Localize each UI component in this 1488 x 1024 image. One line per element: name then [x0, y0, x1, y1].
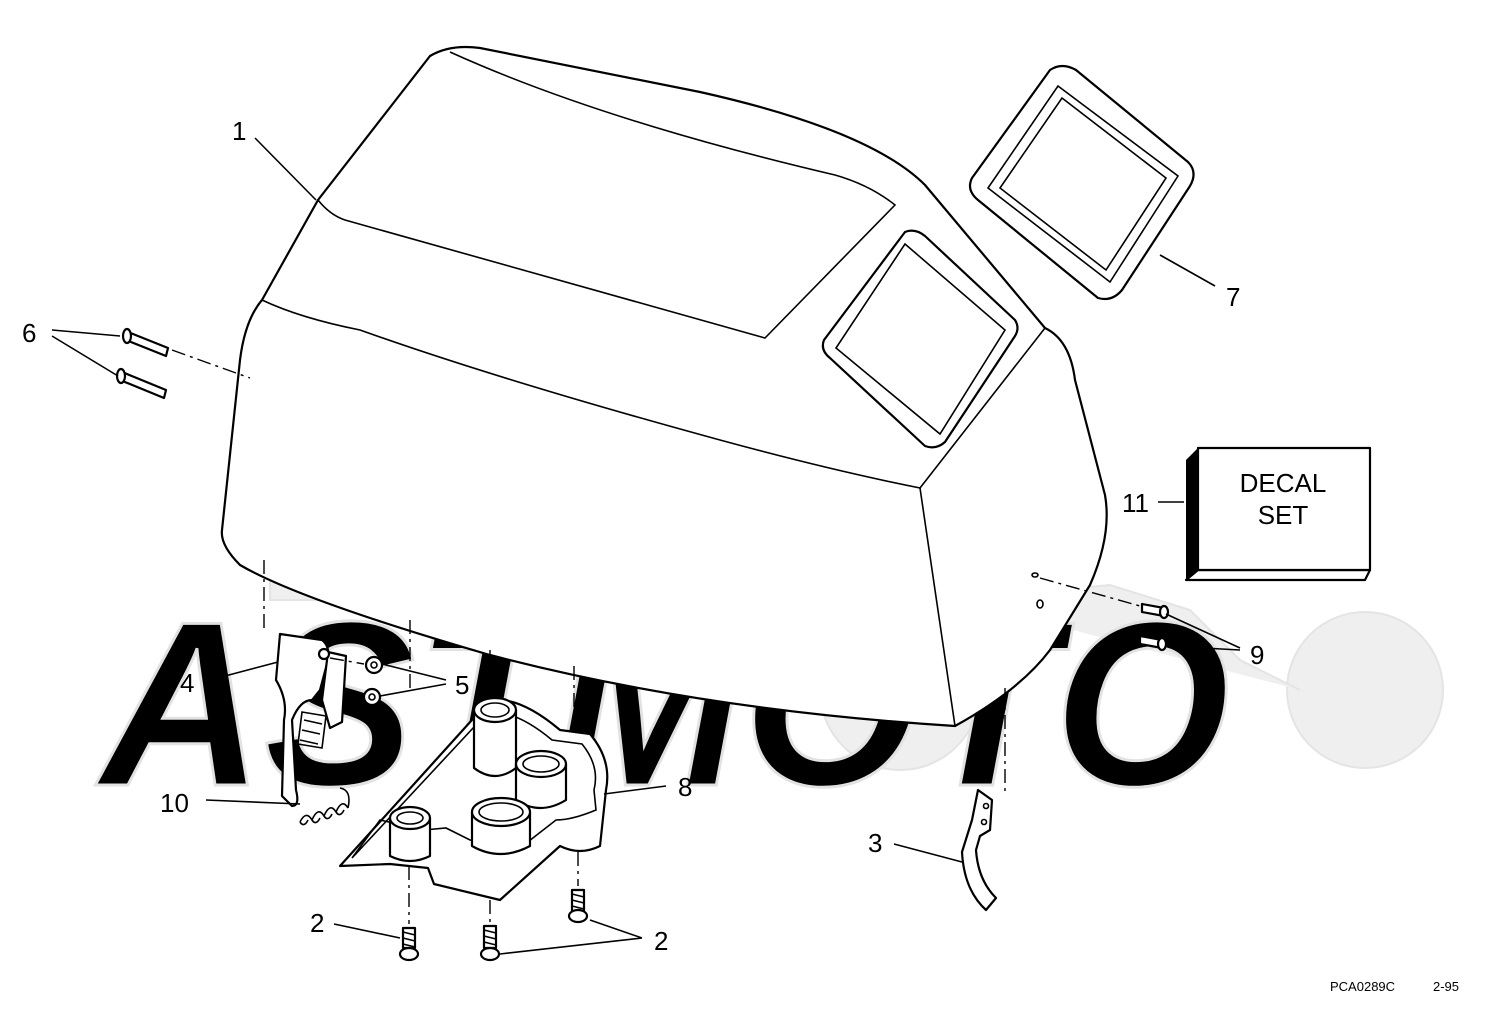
drawing-code: PCA0289C: [1330, 979, 1395, 994]
callout-11: 11: [1122, 488, 1149, 518]
callout-8: 8: [678, 772, 692, 802]
callout-2-right: 2: [654, 926, 668, 956]
vent-grille-insert: [968, 64, 1195, 301]
callout-9: 9: [1250, 640, 1264, 670]
callout-10: 10: [160, 788, 189, 818]
side-bracket-part-3: [960, 788, 998, 912]
callout-2-left: 2: [310, 908, 324, 938]
callout-5: 5: [455, 670, 469, 700]
spring-part-10: [299, 787, 350, 826]
engine-cowl: [220, 45, 1108, 728]
callout-3: 3: [868, 828, 882, 858]
latch-assembly-part-4: [274, 632, 384, 808]
callout-4: 4: [180, 668, 194, 698]
lower-bracket-part-8: [338, 696, 609, 902]
screws-part-2: [398, 888, 589, 962]
alignment-lines: [263, 560, 1006, 924]
rivets-part-9: [1031, 572, 1170, 652]
decal-label-line2: SET: [1258, 500, 1309, 530]
callout-1: 1: [232, 116, 246, 146]
leader-lines: [51, 137, 1241, 955]
decal-label-line1: DECAL: [1240, 468, 1327, 498]
callout-labels: 1 6 7 11 9 4 5 8 10 3 2 2: [22, 116, 1264, 956]
decal-set-box: DECAL SET: [1184, 446, 1372, 582]
date-code: 2-95: [1433, 979, 1459, 994]
callout-7: 7: [1226, 282, 1240, 312]
callout-6: 6: [22, 318, 36, 348]
rivets-part-6: [115, 327, 251, 400]
